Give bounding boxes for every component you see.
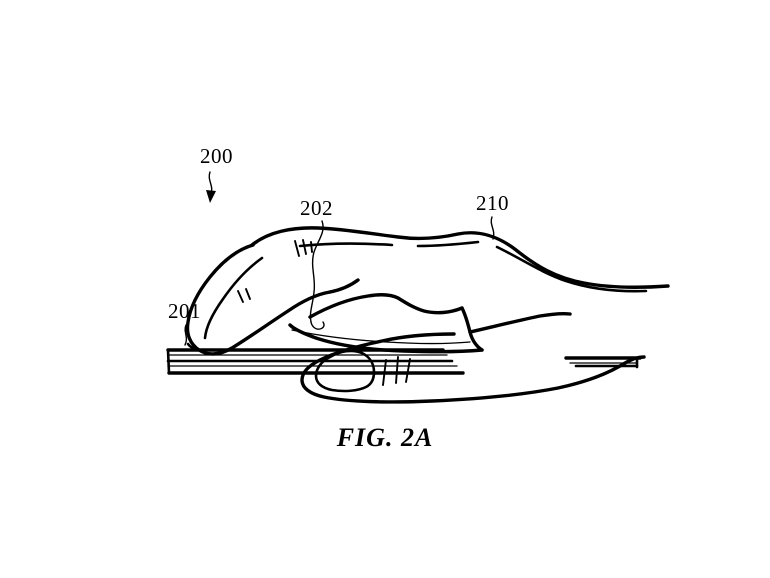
finger-crease-1 [294,240,300,257]
folded-fingers-hairline [291,329,471,345]
callout-200: 200 [200,144,233,203]
finger-crease-5 [245,288,251,300]
finger-crease-2 [302,239,307,255]
callout-202: 202 [300,196,333,330]
folded-fingers [288,292,572,354]
thumb-nail [314,349,376,393]
callout-200-label: 200 [200,144,233,168]
callout-202-leader [309,220,324,323]
index-finger-knuckle-join [328,278,360,294]
index-finger-top-edge [185,243,255,352]
hand-back-crease-a [298,242,394,248]
finger-crease-3 [310,241,313,253]
hand-back-contour [250,226,670,293]
callout-201-label: 201 [168,299,201,323]
callout-201-leader [184,324,188,346]
callout-201: 201 [168,299,201,346]
callout-210-label: 210 [476,191,509,215]
hand-back-crease-c [495,245,648,293]
callout-210-leader [490,216,495,240]
callout-200-arrowhead [206,190,216,203]
thumb-crease-2 [395,356,399,384]
callout-202-label: 202 [300,196,333,220]
slab-left-end [166,348,171,375]
knuckle-to-wrist-edge [468,311,572,334]
index-finger [185,239,360,356]
callout-210: 210 [476,191,509,240]
thumb-outline [300,332,646,404]
hand-upper-outline [250,226,670,289]
hand-back-crease-b [416,240,480,248]
index-finger-inner-edge [203,256,264,340]
middle-finger-ridge-right [396,296,464,315]
thumb-crease-3 [405,358,411,383]
touch-surface-slab [166,348,642,375]
thumb-crease-1 [382,359,387,386]
middle-finger-ridge [308,292,400,319]
figure-caption: FIG. 2A [336,423,434,452]
fingertip-contact [186,342,205,352]
thumb [300,332,646,404]
index-finger-bottom-edge [197,290,332,356]
callout-202-leader-hook [310,321,325,330]
finger-crease-4 [237,290,244,303]
